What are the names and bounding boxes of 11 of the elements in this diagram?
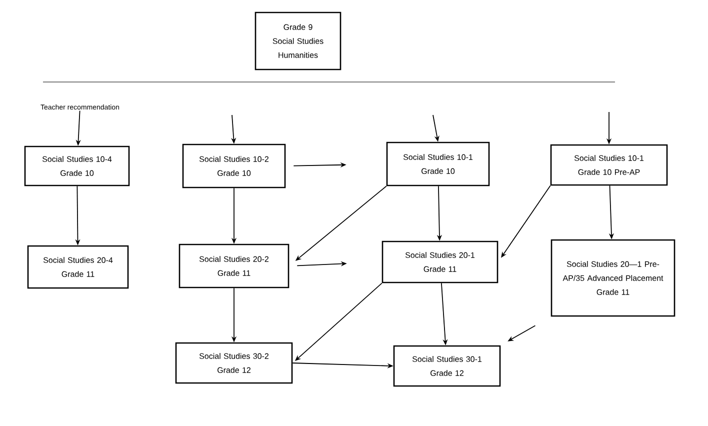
course-box: Social Studies 30-1 Grade 12 — [393, 345, 501, 387]
course-box: Social Studies 10-1 Grade 10 Pre-AP — [550, 144, 668, 186]
course-box: Social Studies 30-2 Grade 12 — [175, 342, 293, 384]
course-box: Social Studies 20-4 Grade 11 — [27, 245, 129, 289]
course-box: Social Studies 10-4 Grade 10 — [24, 146, 130, 186]
course-box: Social Studies 20-2 Grade 11 — [178, 244, 290, 288]
course-box: Social Studies 10-2 Grade 10 — [182, 144, 286, 188]
course-box: Social Studies 10-1 Grade 10 — [386, 142, 490, 186]
course-box: Grade 9 Social Studies Humanities — [254, 12, 342, 70]
course-box: Social Studies 20-1 Grade 11 — [382, 240, 498, 284]
course-box: Social Studies 20—1 Pre-AP/35 Advanced Placement Grade 11 — [550, 239, 676, 317]
